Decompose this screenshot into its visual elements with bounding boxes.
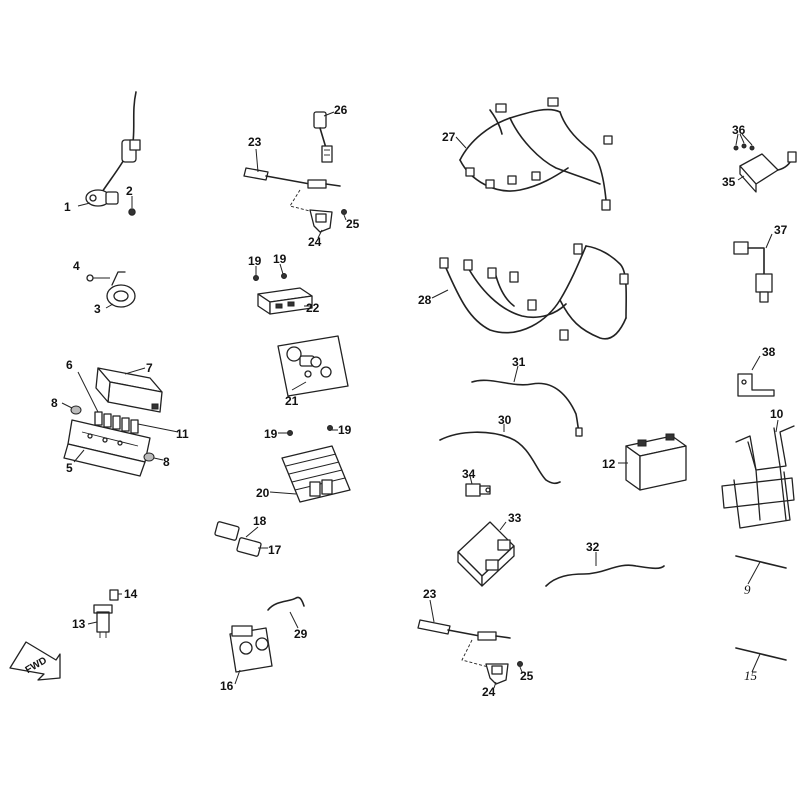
callout-30: 30 <box>498 413 512 427</box>
part-21-connector-kit <box>277 335 349 397</box>
part-17-connector <box>236 537 262 557</box>
callout-10: 10 <box>770 407 784 421</box>
part-7-fuse-box-cover <box>95 367 163 413</box>
callout-38: 38 <box>762 345 776 359</box>
callout-19d: 19 <box>338 423 352 437</box>
part-30-wire <box>439 431 561 485</box>
callout-11: 11 <box>176 427 189 441</box>
part-3-horn <box>106 271 136 308</box>
callout-37: 37 <box>774 223 788 237</box>
callout-28: 28 <box>418 293 432 307</box>
part-38-bracket <box>737 373 775 397</box>
part-9-strap <box>735 555 787 569</box>
part-2-screw <box>128 208 136 216</box>
part-10-battery-holder <box>721 425 795 529</box>
part-26-connector <box>313 111 333 163</box>
callout-22: 22 <box>306 301 320 315</box>
callout-18: 18 <box>253 514 267 528</box>
part-16-starter-relay <box>229 625 273 673</box>
part-23-sensor-bottom <box>417 619 511 641</box>
callout-36: 36 <box>732 123 746 137</box>
callout-1: 1 <box>64 200 71 214</box>
callout-25b: 25 <box>520 669 534 683</box>
callout-23b: 23 <box>423 587 437 601</box>
part-13-relay <box>93 604 113 638</box>
part-12-battery <box>625 433 687 491</box>
part-32-wire <box>545 564 665 587</box>
part-20-regulator-rectifier <box>281 445 351 503</box>
part-25-bolt-top <box>341 209 347 215</box>
part-15-strap <box>735 647 787 661</box>
callout-29: 29 <box>294 627 308 641</box>
part-5-fuse-box-base <box>63 419 151 477</box>
part-25-bolt-bottom <box>517 661 523 667</box>
part-19-screws-regulator <box>287 425 333 436</box>
callout-7: 7 <box>146 361 153 375</box>
callout-4: 4 <box>73 259 80 273</box>
callout-5: 5 <box>66 461 73 475</box>
part-35-switch <box>739 151 797 193</box>
part-22-cdi-module <box>257 287 313 315</box>
callout-25a: 25 <box>346 217 360 231</box>
part-37-sensor <box>733 241 773 303</box>
callout-24a: 24 <box>308 235 322 249</box>
callout-12: 12 <box>602 457 616 471</box>
callout-14: 14 <box>124 587 138 601</box>
callout-26: 26 <box>334 103 348 117</box>
callout-8b: 8 <box>163 455 170 469</box>
part-19-screws-cdi <box>253 273 287 281</box>
part-36-screws <box>733 143 755 151</box>
fwd-arrow: FWD <box>9 641 61 681</box>
callout-35: 35 <box>722 175 736 189</box>
callout-34: 34 <box>462 467 476 481</box>
callout-23a: 23 <box>248 135 262 149</box>
part-4-bolt <box>86 274 110 282</box>
part-8-screws <box>70 405 155 462</box>
callout-16: 16 <box>220 679 234 693</box>
part-27-wire-harness <box>459 97 613 211</box>
callout-19b: 19 <box>273 252 287 266</box>
part-28-wire-harness <box>439 243 629 341</box>
callout-9: 9 <box>744 582 751 597</box>
part-34-clip <box>465 483 491 497</box>
callout-33: 33 <box>508 511 522 525</box>
callout-3: 3 <box>94 302 101 316</box>
part-6-fuses <box>94 411 139 434</box>
callout-15: 15 <box>744 668 758 683</box>
callout-17: 17 <box>268 543 282 557</box>
part-18-connector <box>214 521 240 541</box>
callout-19c: 19 <box>264 427 278 441</box>
callout-32: 32 <box>586 540 600 554</box>
part-29-hose <box>267 596 305 611</box>
callout-21: 21 <box>285 394 299 408</box>
callout-13: 13 <box>72 617 86 631</box>
part-23-sensor-top <box>243 167 341 189</box>
part-1-sensor <box>85 91 141 207</box>
callout-19a: 19 <box>248 254 262 268</box>
callout-2: 2 <box>126 184 133 198</box>
callout-24b: 24 <box>482 685 496 699</box>
part-33-control-unit <box>457 521 515 587</box>
part-24-bracket-bottom <box>485 663 509 685</box>
part-31-wire <box>471 379 583 437</box>
callout-20: 20 <box>256 486 270 500</box>
callout-27: 27 <box>442 130 456 144</box>
part-14-relay-clip <box>109 589 119 601</box>
callout-31: 31 <box>512 355 526 369</box>
part-24-bracket-top <box>309 209 333 233</box>
callout-8a: 8 <box>51 396 58 410</box>
callout-6: 6 <box>66 358 73 372</box>
